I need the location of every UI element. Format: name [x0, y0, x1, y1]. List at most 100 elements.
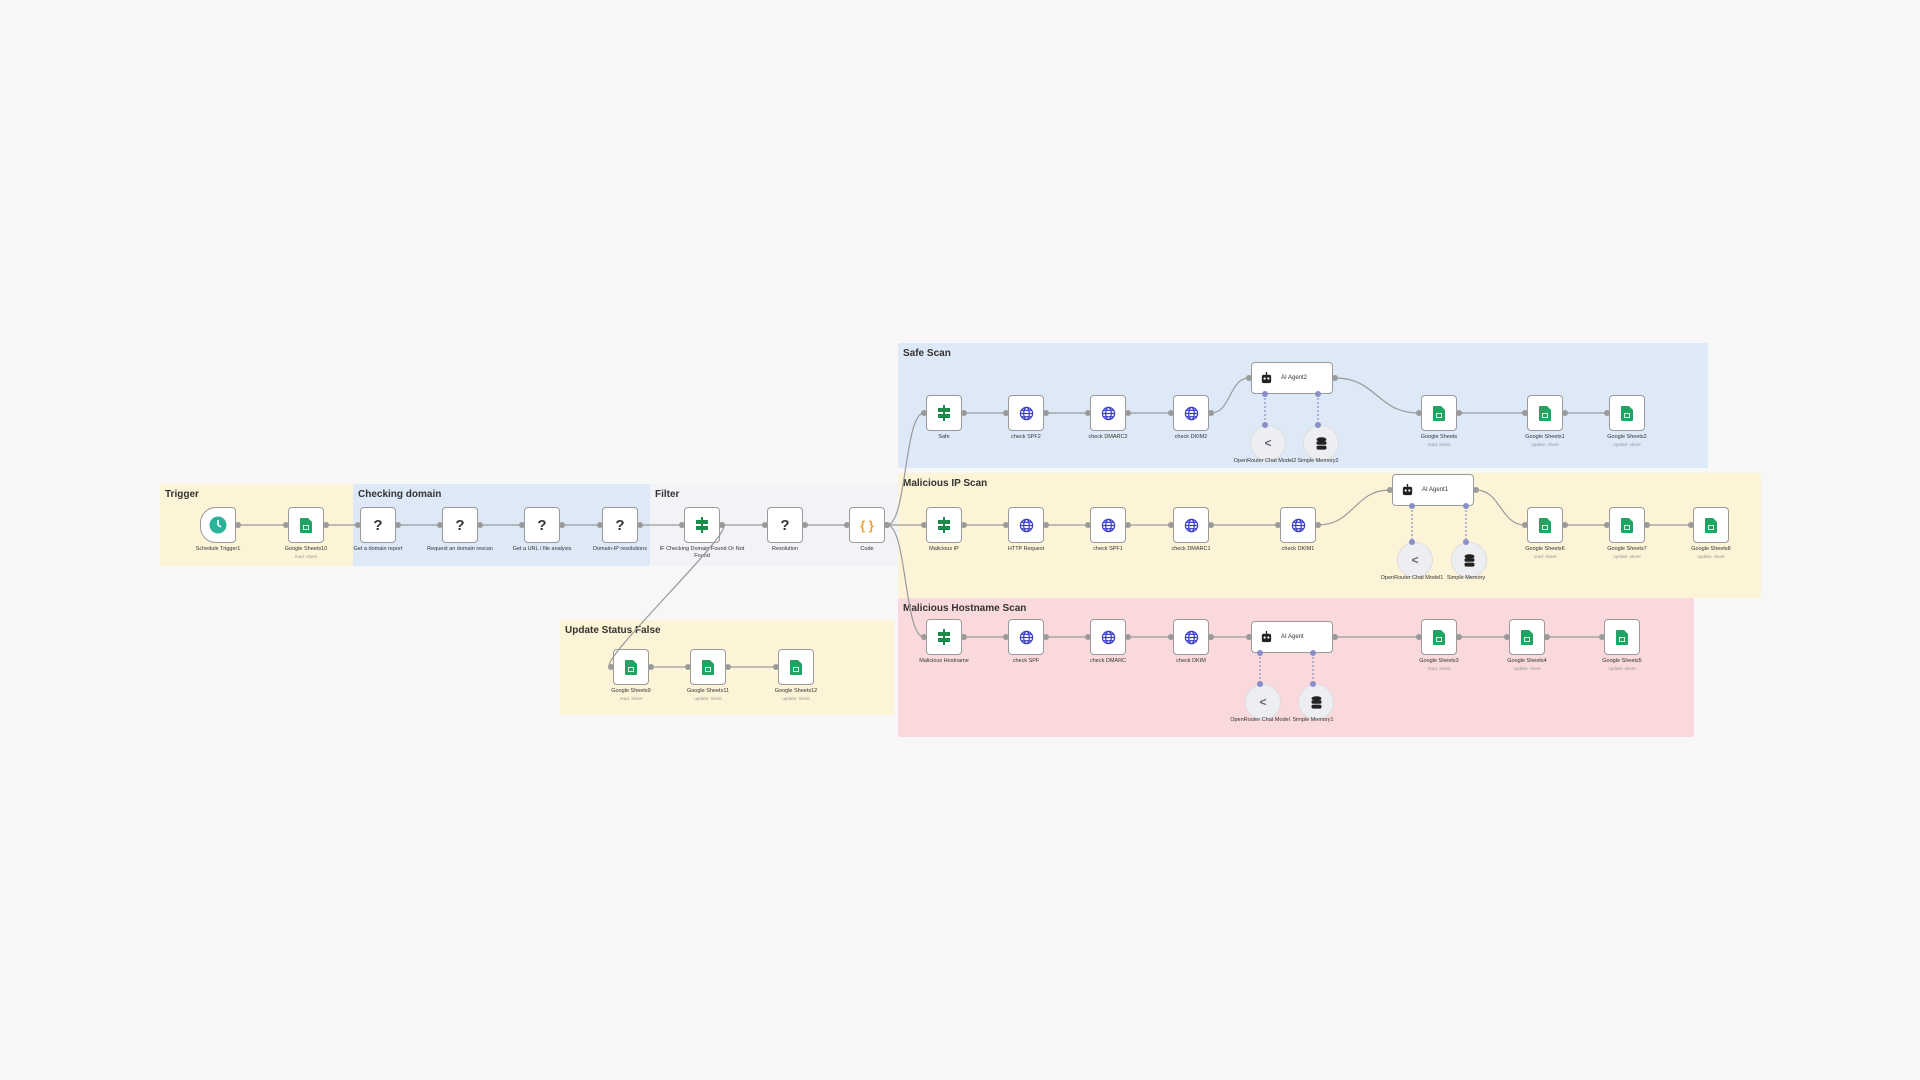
node-google-sheets3[interactable]	[1421, 619, 1457, 655]
node-title: Simple Memory1	[1292, 717, 1334, 723]
sheets-icon	[702, 659, 714, 675]
node-simple-memory2[interactable]	[1303, 425, 1339, 461]
node-label: Malicious IP	[899, 546, 989, 553]
node-title: Schedule Trigger1	[195, 546, 241, 552]
robot-icon	[1260, 630, 1273, 644]
node-title: Google Sheets1	[1525, 434, 1565, 440]
node-label: check DMARC1	[1146, 546, 1236, 553]
node-title: Simple Memory2	[1297, 458, 1339, 464]
node-google-sheets2[interactable]	[1609, 395, 1645, 431]
robot-icon	[1401, 483, 1414, 497]
sheets-icon	[1433, 405, 1445, 421]
node-check-spf1[interactable]	[1090, 507, 1126, 543]
node-label: Simple Memory2	[1273, 458, 1363, 465]
node-check-dkim[interactable]	[1173, 619, 1209, 655]
if-icon	[937, 629, 951, 645]
sheets-icon	[1705, 517, 1717, 533]
node-subtitle: read: sheet	[294, 554, 318, 559]
node-title: check DKIM1	[1281, 546, 1315, 552]
node-malicious-hostname[interactable]	[926, 619, 962, 655]
node-http-request[interactable]	[1008, 507, 1044, 543]
node-title: Google Sheets2	[1607, 434, 1647, 440]
node-title: check DMARC	[1089, 658, 1127, 664]
database-icon	[1464, 553, 1475, 567]
node-openrouter-chat-model1[interactable]: <	[1397, 542, 1433, 578]
openrouter-icon: <	[1264, 436, 1272, 450]
node-check-spf2[interactable]	[1008, 395, 1044, 431]
node-title: OpenRouter Chat Model2	[1233, 458, 1297, 464]
node-check-dmarc2[interactable]	[1090, 395, 1126, 431]
node-check-dkim2[interactable]	[1173, 395, 1209, 431]
node-google-sheets4[interactable]	[1509, 619, 1545, 655]
node-label: check SPF1	[1063, 546, 1153, 553]
node-check-dkim1[interactable]	[1280, 507, 1316, 543]
node-label: check SPF2	[981, 434, 1071, 441]
node-title: Malicious Hostname	[919, 658, 969, 664]
node-subtitle: update: sheet	[1531, 442, 1559, 447]
node-code[interactable]: { }	[849, 507, 885, 543]
node-title: Google Sheets5	[1602, 658, 1642, 664]
node-title: Resolution	[772, 546, 798, 552]
node-title: Google Sheets12	[774, 688, 818, 694]
sheets-icon	[300, 517, 312, 533]
node-get-a-domain-report[interactable]: ?	[360, 507, 396, 543]
sheets-icon	[1539, 517, 1551, 533]
node-safe[interactable]	[926, 395, 962, 431]
node-google-sheets[interactable]	[1421, 395, 1457, 431]
node-title: check DMARC2	[1088, 434, 1128, 440]
node-google-sheets6[interactable]	[1527, 507, 1563, 543]
robot-icon	[1260, 371, 1273, 385]
sheets-icon	[1539, 405, 1551, 421]
node-title: check DKIM2	[1174, 434, 1208, 440]
node-subtitle: update: sheet	[1513, 666, 1541, 671]
node-google-sheets8[interactable]	[1693, 507, 1729, 543]
node-ai-agent[interactable]: AI Agent	[1251, 621, 1333, 653]
node-title: Google Sheets6	[1525, 546, 1565, 552]
node-domain-ip-resolutions[interactable]: ?	[602, 507, 638, 543]
node-check-dmarc1[interactable]	[1173, 507, 1209, 543]
node-ai-agent1[interactable]: AI Agent1	[1392, 474, 1474, 506]
node-google-sheets10[interactable]	[288, 507, 324, 543]
node-openrouter-chat-model[interactable]: <	[1245, 684, 1281, 720]
node-title: check SPF1	[1093, 546, 1123, 552]
sheets-icon	[1621, 517, 1633, 533]
node-google-sheets11[interactable]	[690, 649, 726, 685]
node-simple-memory[interactable]	[1451, 542, 1487, 578]
node-ai-agent2[interactable]: AI Agent2	[1251, 362, 1333, 394]
node-label: Google Sheets1 update: sheet	[1500, 434, 1590, 448]
node-title: check SPF	[1012, 658, 1040, 664]
node-google-sheets9[interactable]	[613, 649, 649, 685]
if-icon	[937, 517, 951, 533]
node-label: Schedule Trigger1	[173, 546, 263, 553]
node-google-sheets1[interactable]	[1527, 395, 1563, 431]
node-title: Google Sheets	[1420, 434, 1458, 440]
node-google-sheets12[interactable]	[778, 649, 814, 685]
node-openrouter-chat-model2[interactable]: <	[1250, 425, 1286, 461]
node-malicious-ip[interactable]	[926, 507, 962, 543]
node-label: check DKIM2	[1146, 434, 1236, 441]
node-label: Simple Memory	[1421, 575, 1511, 582]
section-title: Filter	[655, 489, 680, 500]
section-title: Malicious IP Scan	[903, 478, 988, 489]
node-subtitle: update: sheet	[1613, 554, 1641, 559]
node-google-sheets5[interactable]	[1604, 619, 1640, 655]
node-request-an-domain-rescan[interactable]: ?	[442, 507, 478, 543]
node-google-sheets7[interactable]	[1609, 507, 1645, 543]
node-if-checking-domain-found-or-not-found[interactable]	[684, 507, 720, 543]
node-label: Resolution	[740, 546, 830, 553]
node-title: Get a domain report	[353, 546, 403, 552]
globe-icon	[1291, 518, 1306, 533]
node-check-spf[interactable]	[1008, 619, 1044, 655]
node-get-a-url-file-analysis[interactable]: ?	[524, 507, 560, 543]
node-subtitle: update: sheet	[1697, 554, 1725, 559]
node-resolution[interactable]: ?	[767, 507, 803, 543]
node-check-dmarc[interactable]	[1090, 619, 1126, 655]
node-schedule-trigger1[interactable]	[200, 507, 236, 543]
node-simple-memory1[interactable]	[1298, 684, 1334, 720]
sheets-icon	[1616, 629, 1628, 645]
database-icon	[1311, 695, 1322, 709]
